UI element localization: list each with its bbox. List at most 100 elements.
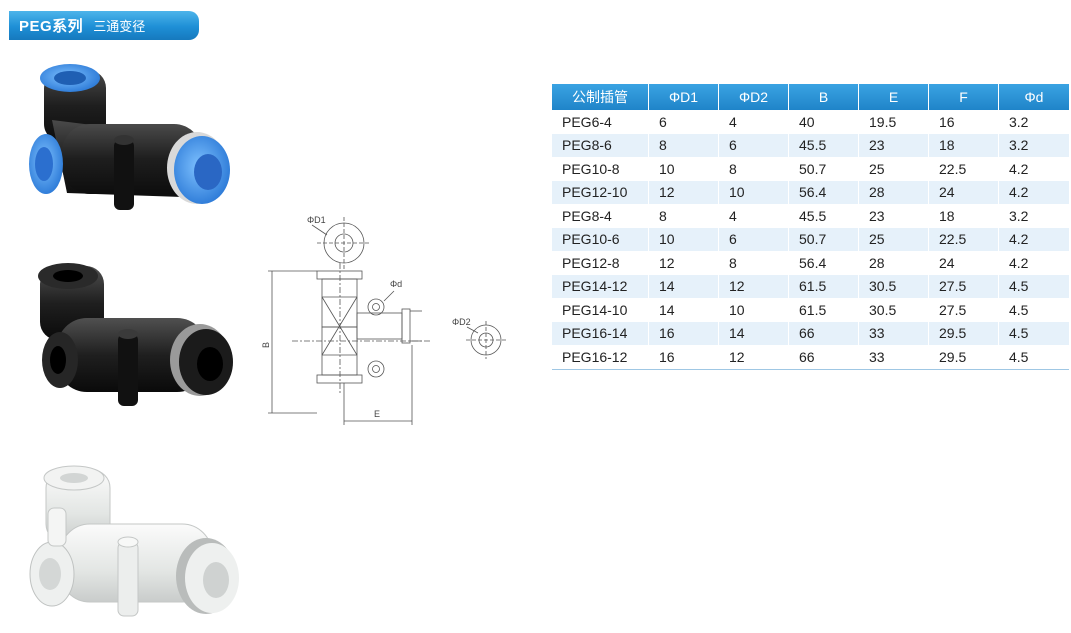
- value-cell: 18: [928, 133, 999, 157]
- value-cell: 29.5: [928, 321, 999, 345]
- technical-drawing: ΦD1 Φd B E ΦD2: [262, 215, 506, 425]
- value-cell: 30.5: [858, 274, 929, 298]
- value-cell: 56.4: [788, 180, 859, 204]
- value-cell: 16: [648, 321, 719, 345]
- value-cell: 4.5: [998, 321, 1069, 345]
- label-d: Φd: [390, 279, 402, 289]
- value-cell: 10: [648, 227, 719, 251]
- value-cell: 8: [718, 251, 789, 275]
- value-cell: 4.5: [998, 345, 1069, 370]
- value-cell: 45.5: [788, 204, 859, 228]
- value-cell: 61.5: [788, 298, 859, 322]
- value-cell: 14: [718, 321, 789, 345]
- model-cell: PEG12-8: [552, 251, 649, 275]
- value-cell: 22.5: [928, 227, 999, 251]
- value-cell: 4.5: [1009, 301, 1029, 318]
- value-cell: 50.7: [788, 157, 859, 181]
- value-cell: 8: [648, 204, 719, 228]
- value-cell: 4.2: [1009, 254, 1029, 271]
- value-cell: 4.2: [1009, 160, 1029, 177]
- value-cell: 25: [858, 157, 929, 181]
- value-cell: 30.5: [858, 298, 929, 322]
- fitting-photo-blue: [29, 64, 230, 210]
- value-cell: 12: [648, 251, 719, 275]
- series-title: PEG系列: [19, 18, 84, 35]
- value-cell: 3.2: [1009, 113, 1029, 130]
- value-cell: 10: [718, 180, 789, 204]
- value-cell: 4: [718, 110, 789, 134]
- value-cell: 24: [928, 180, 999, 204]
- value-cell: 4.2: [998, 227, 1069, 251]
- value-cell: 16: [648, 345, 719, 370]
- value-cell: 12: [648, 180, 719, 204]
- model-cell: PEG16-12: [552, 345, 649, 370]
- model-cell: PEG8-4: [552, 204, 649, 228]
- value-cell: 27.5: [928, 298, 999, 322]
- value-cell: 29.5: [928, 345, 999, 370]
- model-cell: PEG12-10: [552, 180, 649, 204]
- value-cell: 4.2: [998, 180, 1069, 204]
- col-header: ΦD2: [718, 84, 789, 110]
- value-cell: 18: [928, 204, 999, 228]
- series-header: PEG系列 三通变径: [9, 11, 199, 40]
- col-header: 公制插管: [552, 84, 649, 110]
- value-cell: 24: [928, 251, 999, 275]
- value-cell: 3.2: [1009, 207, 1029, 224]
- col-header: Φd: [998, 84, 1069, 110]
- value-cell: 50.7: [788, 227, 859, 251]
- value-cell: 66: [788, 345, 859, 370]
- model-cell: PEG10-8: [552, 157, 649, 181]
- value-cell: 23: [858, 204, 929, 228]
- value-cell: 4: [718, 204, 789, 228]
- value-cell: 6: [718, 133, 789, 157]
- value-cell: 16: [928, 110, 999, 134]
- value-cell: 56.4: [788, 251, 859, 275]
- value-cell: 10: [718, 298, 789, 322]
- value-cell: 27.5: [928, 274, 999, 298]
- label-d2: ΦD2: [452, 317, 471, 327]
- value-cell: 3.2: [998, 133, 1069, 157]
- value-cell: 14: [648, 298, 719, 322]
- label-d1: ΦD1: [307, 215, 326, 225]
- col-header: B: [788, 84, 859, 110]
- value-cell: 8: [718, 157, 789, 181]
- value-cell: 33: [858, 321, 929, 345]
- series-subtitle: 三通变径: [93, 19, 146, 34]
- value-cell: 8: [648, 133, 719, 157]
- model-cell: PEG6-4: [552, 110, 649, 134]
- value-cell: 28: [858, 251, 929, 275]
- value-cell: 10: [648, 157, 719, 181]
- value-cell: 14: [648, 274, 719, 298]
- model-cell: PEG8-6: [552, 133, 649, 157]
- model-cell: PEG16-14: [552, 321, 649, 345]
- value-cell: 40: [788, 110, 859, 134]
- value-cell: 22.5: [928, 157, 999, 181]
- value-cell: 33: [858, 345, 929, 370]
- fitting-photo-black: [38, 263, 233, 406]
- model-cell: PEG10-6: [552, 227, 649, 251]
- value-cell: 6: [718, 227, 789, 251]
- table-header-row: 公制插管 ΦD1 ΦD2 B E F Φd: [552, 84, 1069, 110]
- col-header: E: [858, 84, 929, 110]
- label-e: E: [374, 409, 380, 419]
- model-cell: PEG14-12: [552, 274, 649, 298]
- value-cell: 28: [858, 180, 929, 204]
- col-header: ΦD1: [648, 84, 719, 110]
- value-cell: 25: [858, 227, 929, 251]
- value-cell: 61.5: [788, 274, 859, 298]
- value-cell: 19.5: [858, 110, 929, 134]
- fitting-photo-white: [29, 465, 239, 617]
- model-cell: PEG14-10: [552, 298, 649, 322]
- col-header: F: [928, 84, 999, 110]
